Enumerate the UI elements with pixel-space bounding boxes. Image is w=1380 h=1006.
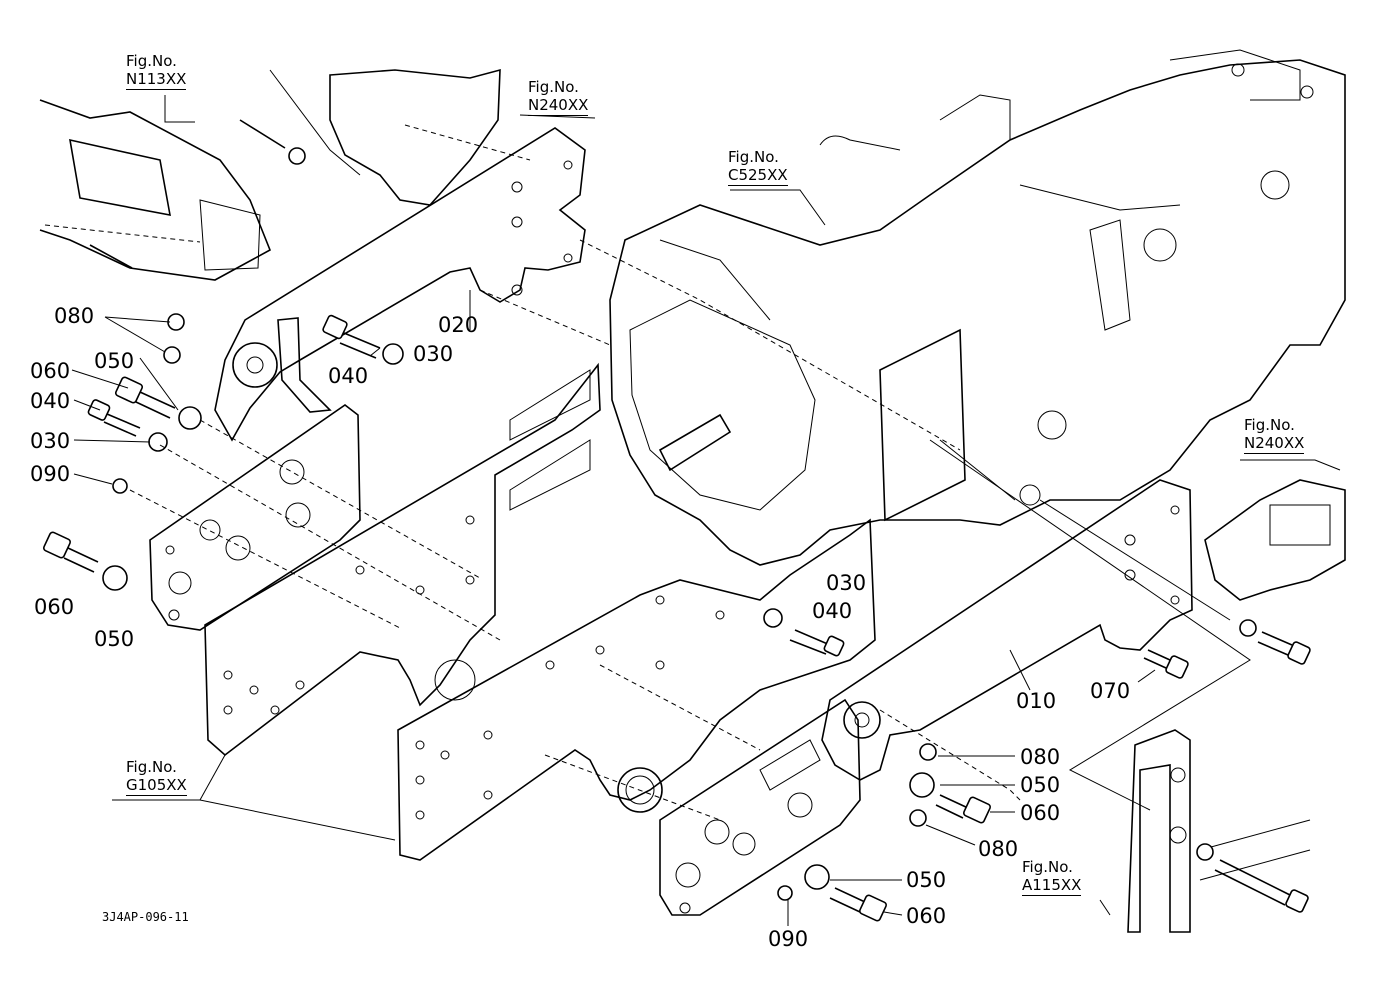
part-label-010: 010 (1016, 689, 1057, 713)
center-front-bracket-drawing (659, 698, 861, 916)
fig-ref-n240-right: Fig.No. N240XX (1244, 416, 1305, 454)
fig-ref-g105: Fig.No. G105XX (126, 758, 187, 796)
left-large-plate-drawing (204, 362, 601, 757)
part-label-050-right: 050 (1020, 773, 1061, 797)
lower-stand-drawing (1127, 729, 1311, 933)
left-front-bracket-drawing (149, 404, 361, 631)
front-bracket-drawing (39, 99, 306, 281)
fig-ref-a115: Fig.No. A115XX (1022, 858, 1082, 896)
part-label-090-left: 090 (30, 462, 71, 486)
fig-ref-n240-top: Fig.No. N240XX (528, 78, 589, 116)
part-label-030-center: 030 (826, 571, 867, 595)
fig-ref-c525: Fig.No. C525XX (728, 148, 788, 186)
part-label-080-upper: 080 (54, 304, 95, 328)
part-label-050-lower: 050 (906, 868, 947, 892)
fig-ref-g105-number: G105XX (126, 776, 187, 796)
fig-ref-n240-right-number: N240XX (1244, 434, 1305, 454)
fig-ref-n240-top-number: N240XX (528, 96, 589, 116)
part-label-080-lower: 080 (978, 837, 1019, 861)
fig-ref-n113: Fig.No. N113XX (126, 52, 187, 90)
drawing-code: 3J4AP-096-11 (102, 910, 189, 924)
part-label-040-upper: 040 (328, 364, 369, 388)
fasteners-drawing (42, 313, 1311, 922)
part-label-030-upper: 030 (413, 342, 454, 366)
part-label-050-left: 050 (94, 627, 135, 651)
part-label-060-left: 060 (34, 595, 75, 619)
part-label-040-left: 040 (30, 389, 71, 413)
part-label-080-right: 080 (1020, 745, 1061, 769)
part-label-050-upper: 050 (94, 349, 135, 373)
part-label-020: 020 (438, 313, 479, 337)
leader-lines (71, 95, 1341, 926)
fig-ref-a115-number: A115XX (1022, 876, 1082, 896)
part-label-040-center: 040 (812, 599, 853, 623)
part-label-090-lower: 090 (768, 927, 809, 951)
right-frame-plate-010-drawing (759, 479, 1193, 791)
part-label-030-left: 030 (30, 429, 71, 453)
right-mount-drawing (1204, 479, 1346, 601)
transmission-housing-drawing (609, 49, 1346, 566)
part-label-060-right: 060 (1020, 801, 1061, 825)
part-label-060-lower: 060 (906, 904, 947, 928)
fig-ref-c525-number: C525XX (728, 166, 788, 186)
center-large-plate-drawing (397, 518, 876, 861)
fig-ref-n113-number: N113XX (126, 70, 187, 90)
part-label-060-upper: 060 (30, 359, 71, 383)
left-frame-plate-020-drawing (214, 127, 586, 442)
upper-mount-drawing (269, 68, 531, 206)
part-label-070: 070 (1090, 679, 1131, 703)
